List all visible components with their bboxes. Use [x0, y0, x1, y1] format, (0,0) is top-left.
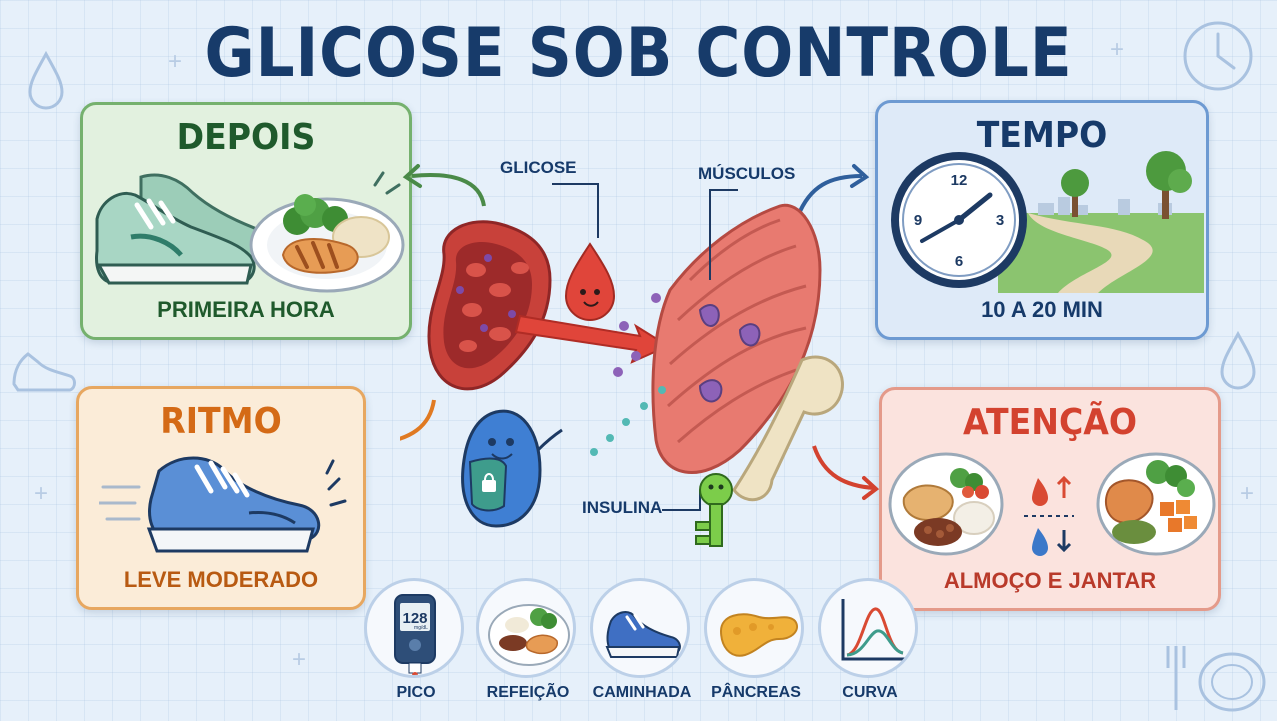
glucose-meter-icon: 128 mg/dL [394, 594, 436, 675]
plus-sparkle-icon: + [1110, 36, 1125, 63]
page-title: GLICOSE SOB CONTROLE [204, 14, 1073, 93]
card-depois-caption: PRIMEIRA HORA [157, 297, 335, 322]
running-shoe-illustration [99, 456, 347, 553]
sneakers-and-plate-illustration [95, 171, 405, 293]
label-glicose: GLICOSE [500, 158, 577, 177]
wall-clock-icon [1183, 21, 1253, 91]
clock-number-6: 6 [955, 253, 963, 270]
card-depois: DEPOIS PRIMEIRA HORA [80, 102, 412, 340]
label-musculos: MÚSCULOS [698, 164, 796, 183]
clock-icon: 12 3 6 9 [891, 152, 1027, 288]
card-tempo: TEMPO 12 3 6 9 10 A 20 MIN [875, 100, 1209, 340]
water-drop-icon [1220, 330, 1256, 390]
card-atencao-caption: ALMOÇO E JANTAR [943, 568, 1157, 593]
pancreas-icon [719, 613, 798, 657]
bottom-item-pancreas: PÂNCREAS [704, 578, 808, 708]
card-depois-title: DEPOIS [176, 117, 316, 158]
card-tempo-title: TEMPO [976, 115, 1108, 156]
card-tempo-caption: 10 A 20 MIN [981, 297, 1103, 322]
plus-sparkle-icon: + [1240, 480, 1255, 507]
water-drop-icon [28, 50, 64, 110]
curve-chart-icon [841, 599, 905, 661]
fork-plate-icon [1166, 646, 1266, 712]
meal-plate-icon [488, 604, 570, 666]
bottom-item-pico: 128 mg/dL PICO [364, 578, 468, 708]
clock-number-3: 3 [996, 212, 1004, 229]
card-ritmo-caption: LEVE MODERADO [123, 567, 319, 592]
clock-number-12: 12 [951, 172, 968, 189]
card-ritmo: RITMO LEVE MODERADO [76, 386, 366, 610]
bottom-item-label: CAMINHADA [592, 684, 692, 701]
park-path-illustration [998, 151, 1204, 293]
meter-reading: 128 [402, 610, 427, 627]
meal-comparison-illustration [888, 452, 1216, 556]
card-ritmo-title: RITMO [160, 401, 282, 442]
label-insulina: INSULINA [582, 498, 663, 517]
bottom-item-label: CURVA [842, 684, 898, 701]
card-atencao-title: ATENÇÃO [962, 402, 1138, 443]
plus-sparkle-icon: + [34, 480, 49, 507]
card-atencao: ATENÇÃO ALMOÇO E JANTAR [879, 387, 1221, 611]
clock-number-9: 9 [914, 212, 922, 229]
bottom-item-label: REFEIÇÃO [486, 684, 570, 701]
bottom-item-label: PICO [396, 684, 436, 701]
bottom-item-label: PÂNCREAS [711, 684, 801, 701]
bottom-item-curva: CURVA [818, 578, 922, 708]
sneaker-icon [605, 611, 681, 658]
meter-unit: mg/dL [414, 625, 428, 631]
bottom-item-caminhada: CAMINHADA [590, 578, 694, 708]
plus-sparkle-icon: + [292, 646, 307, 673]
central-physiology-illustration [400, 164, 880, 547]
plus-sparkle-icon: + [168, 48, 183, 75]
bottom-item-refeicao: REFEIÇÃO [476, 578, 580, 708]
shoe-outline-icon [12, 352, 76, 392]
